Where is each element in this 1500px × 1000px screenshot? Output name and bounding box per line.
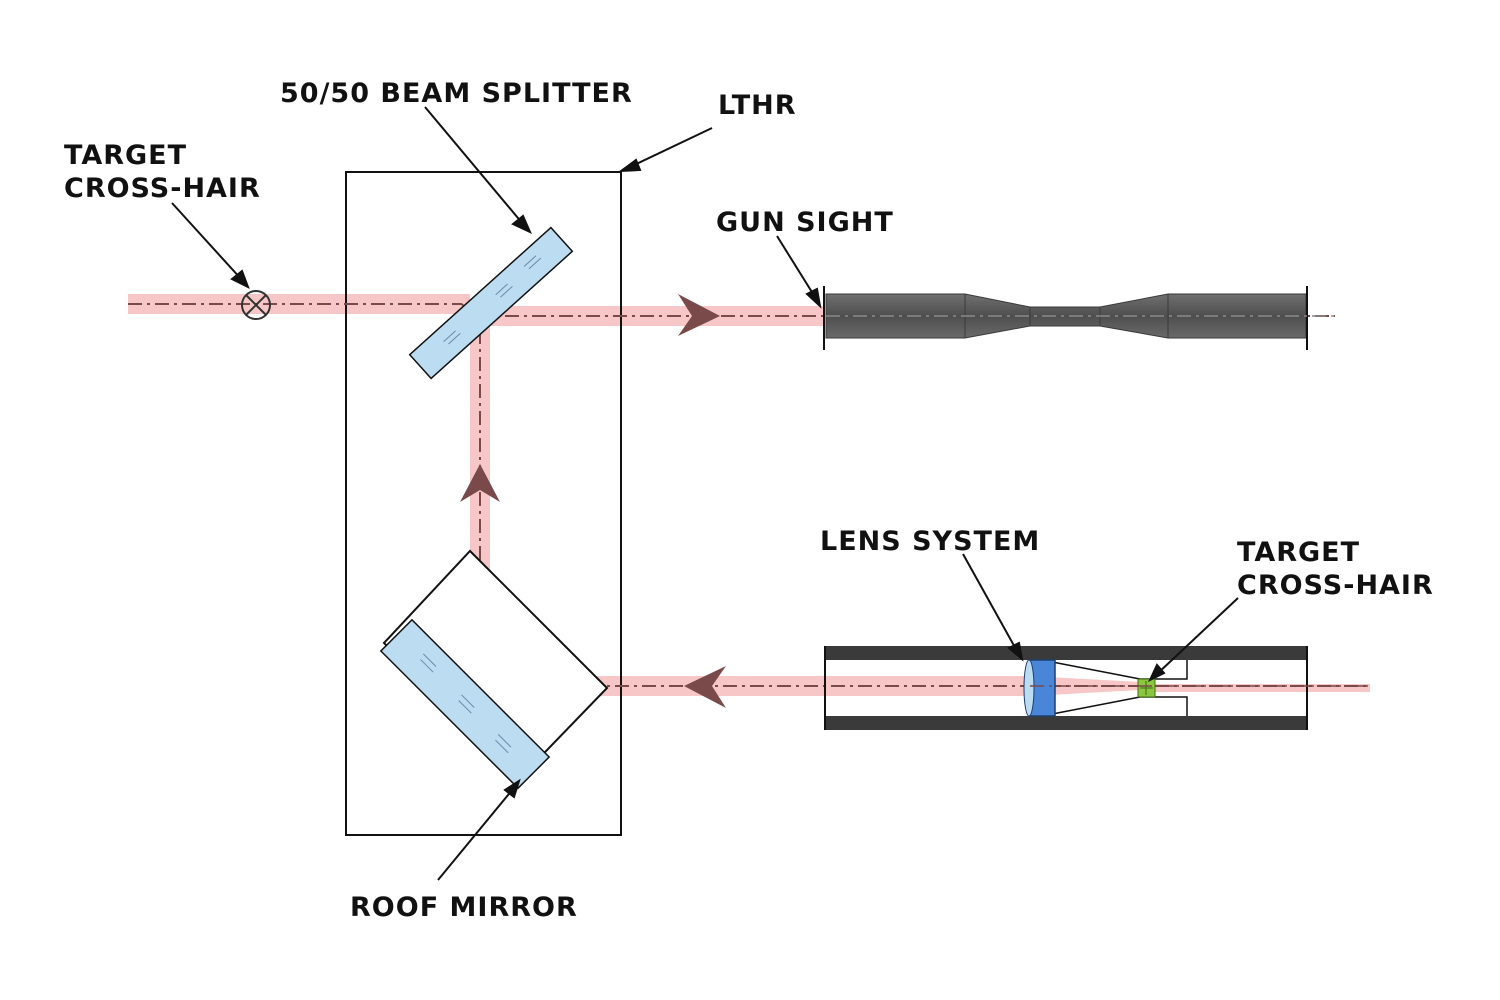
arrow-left bbox=[684, 666, 726, 708]
roof-mirror bbox=[379, 549, 609, 790]
leader-lines bbox=[171, 106, 1239, 881]
lthr-housing bbox=[345, 171, 622, 836]
beam-exit-right bbox=[1140, 684, 1370, 692]
label-target-crosshair-right-line2: CROSS-HAIR bbox=[1237, 570, 1434, 601]
target-crosshair-element-right bbox=[1137, 678, 1156, 698]
beam-splitter bbox=[408, 226, 574, 380]
label-gun-sight: GUN SIGHT bbox=[716, 207, 894, 238]
label-target-crosshair-left-line1: TARGET bbox=[64, 140, 187, 171]
label-target-crosshair-right-line1: TARGET bbox=[1237, 537, 1360, 568]
lens-element bbox=[1023, 659, 1056, 717]
gun-sight bbox=[823, 286, 1335, 350]
arrow-right bbox=[678, 294, 720, 336]
beam-axis bbox=[128, 303, 1370, 687]
lens-system-tube bbox=[824, 646, 1370, 730]
laser-beams bbox=[128, 294, 1370, 696]
arrow-up bbox=[460, 464, 500, 502]
direction-arrows bbox=[460, 294, 726, 708]
label-lthr: LTHR bbox=[718, 90, 797, 121]
label-lens-system: LENS SYSTEM bbox=[820, 526, 1040, 557]
label-target-crosshair-left-line2: CROSS-HAIR bbox=[64, 173, 261, 204]
label-beam-splitter: 50/50 BEAM SPLITTER bbox=[280, 78, 633, 109]
label-roof-mirror: ROOF MIRROR bbox=[350, 892, 578, 923]
target-crosshair-symbol-left bbox=[241, 290, 271, 320]
labels: 50/50 BEAM SPLITTER LTHR TARGET CROSS-HA… bbox=[64, 78, 1434, 923]
roof-mirror-glass bbox=[379, 618, 551, 790]
